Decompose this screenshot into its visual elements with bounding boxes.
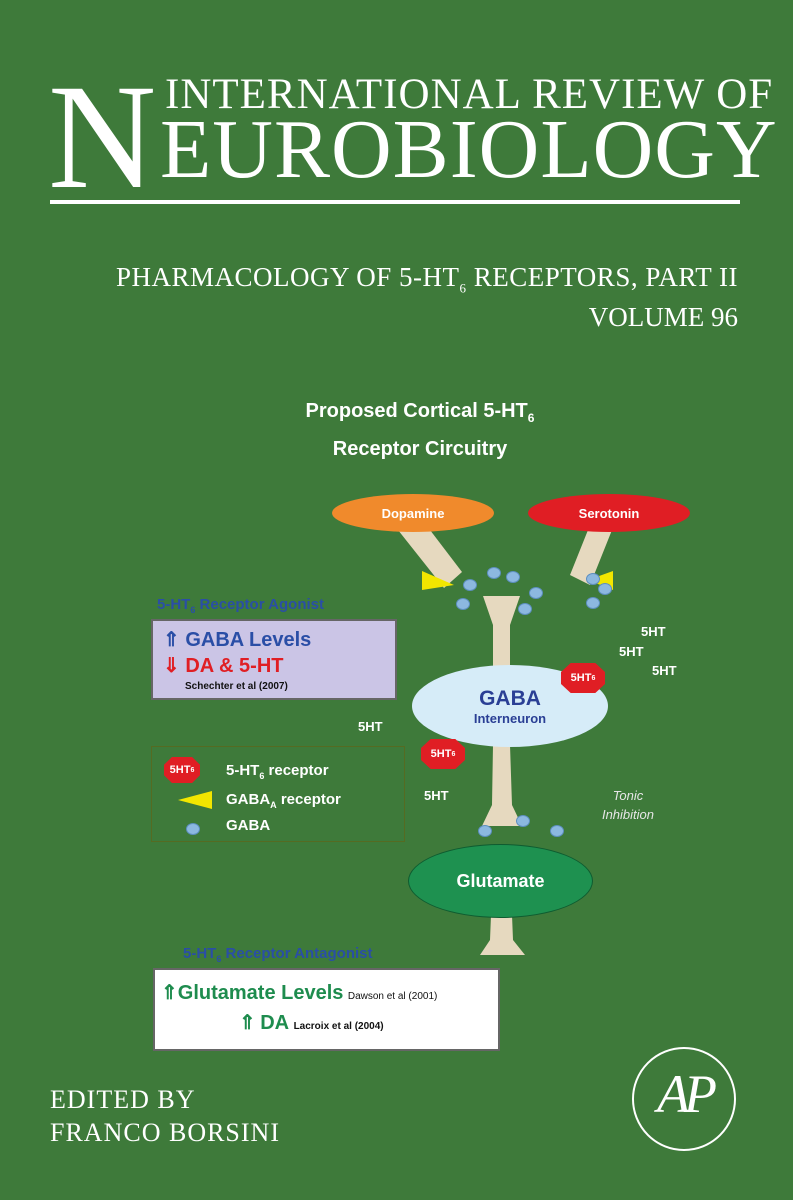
- editor-name: FRANCO BORSINI: [50, 1118, 280, 1147]
- antagonist-reference-2: Lacroix et al (2004): [293, 1021, 384, 1032]
- serotonin-axon: [570, 530, 612, 585]
- diagram-title-subscript: 6: [527, 411, 535, 425]
- tonic-inhibition-label: Tonic Inhibition: [601, 788, 655, 822]
- gaba-axon: [482, 745, 522, 826]
- gaba-dot: [463, 579, 477, 591]
- agonist-reference: Schechter et al (2007): [185, 681, 288, 692]
- agonist-gaba-levels: ⇑ GABA Levels: [163, 629, 312, 651]
- gaba-dot: [516, 815, 530, 827]
- antagonist-effects-box: ⇑Glutamate Levels Dawson et al (2001) ⇑ …: [153, 968, 500, 1051]
- series-title-line1: INTERNATIONAL REVIEW OF: [165, 71, 774, 118]
- antagonist-da: DA: [260, 1012, 290, 1034]
- gaba-dot: [478, 825, 492, 837]
- publisher-logo-text: AP: [657, 1064, 717, 1124]
- serotonin-label: 5HT: [641, 624, 666, 639]
- gaba-dot: [586, 597, 600, 609]
- glutamate-neuron: Glutamate: [408, 844, 593, 918]
- diagram-title: Proposed Cortical 5-HT6 Receptor Circuit…: [250, 396, 590, 465]
- serotonin-label: 5HT: [619, 644, 644, 659]
- publisher-logo: AP: [632, 1047, 736, 1151]
- volume-subtitle: PHARMACOLOGY OF 5-HT6 RECEPTORS, PART II: [116, 262, 738, 296]
- volume-number: VOLUME 96: [588, 302, 738, 332]
- diagram-title-line2: Receptor Circuitry: [332, 438, 508, 460]
- serotonin-neuron: Serotonin: [528, 494, 690, 532]
- antagonist-reference-1: Dawson et al (2001): [347, 991, 438, 1002]
- agonist-title: 5-HT6 Receptor Agonist: [157, 596, 324, 615]
- antagonist-glutamate-line: ⇑Glutamate Levels Dawson et al (2001): [161, 982, 438, 1004]
- agonist-da-5ht: ⇓ DA & 5-HT: [163, 655, 284, 677]
- edited-by-label: EDITED BY: [50, 1085, 196, 1114]
- glutamate-axon: [480, 915, 525, 955]
- gaba-dot: [598, 583, 612, 595]
- interneuron-label: Interneuron: [473, 710, 547, 726]
- agonist-effects-box: ⇑ GABA Levels ⇓ DA & 5-HT Schechter et a…: [151, 619, 397, 700]
- title-divider: [50, 200, 740, 204]
- legend-gaba-a-icon: [178, 791, 212, 809]
- gaba-dot: [506, 571, 520, 583]
- gaba-dot: [586, 573, 600, 585]
- subtitle-subscript: 6: [459, 280, 467, 296]
- dopamine-axon: [398, 530, 462, 588]
- subtitle-part2: RECEPTORS, PART II: [466, 262, 738, 292]
- gaba-dendrite: [483, 596, 520, 668]
- gaba-a-receptor-left: [422, 571, 454, 590]
- legend-gaba-icon: [186, 823, 200, 835]
- antagonist-glutamate-levels: Glutamate Levels: [177, 982, 344, 1004]
- gaba-dot: [456, 598, 470, 610]
- subtitle-part1: PHARMACOLOGY OF 5-HT: [116, 262, 460, 292]
- dopamine-neuron: Dopamine: [332, 494, 494, 532]
- series-title-initial: N: [48, 54, 157, 220]
- legend-gaba-a-label: GABAA receptor: [226, 791, 341, 810]
- antagonist-title: 5-HT6 Receptor Antagonist: [183, 945, 373, 964]
- legend-5ht6-label: 5-HT6 receptor: [226, 762, 329, 781]
- gaba-dot: [518, 603, 532, 615]
- diagram-title-line1: Proposed Cortical 5-HT: [305, 400, 528, 422]
- gaba-dot: [529, 587, 543, 599]
- legend-gaba-label: GABA: [226, 817, 271, 834]
- gaba-dot: [487, 567, 501, 579]
- serotonin-label: 5HT: [652, 663, 677, 678]
- series-title-line2: EUROBIOLOGY: [160, 103, 778, 196]
- serotonin-label: 5HT: [358, 719, 383, 734]
- antagonist-da-line: ⇑ DA Lacroix et al (2004): [239, 1012, 384, 1034]
- serotonin-label: 5HT: [424, 788, 449, 803]
- gaba-dot: [550, 825, 564, 837]
- gaba-label: GABA: [479, 686, 541, 710]
